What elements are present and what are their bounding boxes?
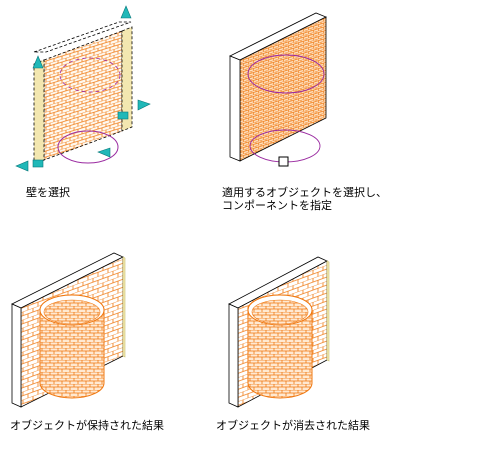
grip-arrow-right[interactable] bbox=[137, 99, 151, 111]
wall-side-face bbox=[33, 59, 45, 165]
caption-line: 壁を選択 bbox=[26, 186, 70, 199]
grip-square-mid[interactable] bbox=[117, 111, 129, 120]
grip-arrow-center[interactable] bbox=[97, 147, 111, 158]
caption-line: オブジェクトが保持された結果 bbox=[10, 419, 164, 432]
cylinder-top-ellipse bbox=[247, 54, 325, 94]
wall-side-face bbox=[228, 303, 239, 408]
wall-end-face bbox=[121, 26, 133, 132]
grip-arrow-top-right[interactable] bbox=[120, 5, 132, 19]
wall-side-face bbox=[229, 55, 241, 162]
wall-top-edge bbox=[33, 21, 132, 53]
cylinder-base-ellipse bbox=[57, 130, 119, 164]
cylinder-top-rim-inner bbox=[43, 299, 101, 325]
wall-figure-select bbox=[15, 5, 151, 172]
wall-figure-erased bbox=[228, 256, 330, 408]
wall-face bbox=[43, 30, 123, 161]
cylinder-top-rim-inner bbox=[251, 299, 309, 325]
caption-select-wall: 壁を選択 bbox=[26, 186, 70, 199]
cylinder-base-arc bbox=[249, 129, 321, 147]
cylinder-top-ellipse bbox=[59, 57, 121, 93]
caption-object-erased: オブジェクトが消去された結果 bbox=[216, 419, 370, 432]
wall-figure-component bbox=[229, 12, 327, 167]
grip-arrow-bottom-left[interactable] bbox=[15, 160, 29, 172]
grip-square-bottom[interactable] bbox=[32, 159, 44, 168]
caption-line: オブジェクトが消去された結果 bbox=[216, 419, 370, 432]
caption-object-retained: オブジェクトが保持された結果 bbox=[10, 419, 164, 432]
wall-side-face bbox=[11, 303, 22, 408]
caption-select-object-component: 適用するオブジェクトを選択し、 コンポーネントを指定 bbox=[222, 186, 387, 212]
wall-figure-retained bbox=[11, 252, 126, 408]
grip-arrow-top-left[interactable] bbox=[32, 55, 44, 69]
pick-box-cursor[interactable] bbox=[278, 156, 289, 167]
caption-line: 適用するオブジェクトを選択し、 bbox=[222, 186, 387, 199]
caption-line: コンポーネントを指定 bbox=[222, 199, 332, 212]
wall-end-face bbox=[326, 260, 330, 362]
wall-end-face bbox=[122, 256, 126, 358]
